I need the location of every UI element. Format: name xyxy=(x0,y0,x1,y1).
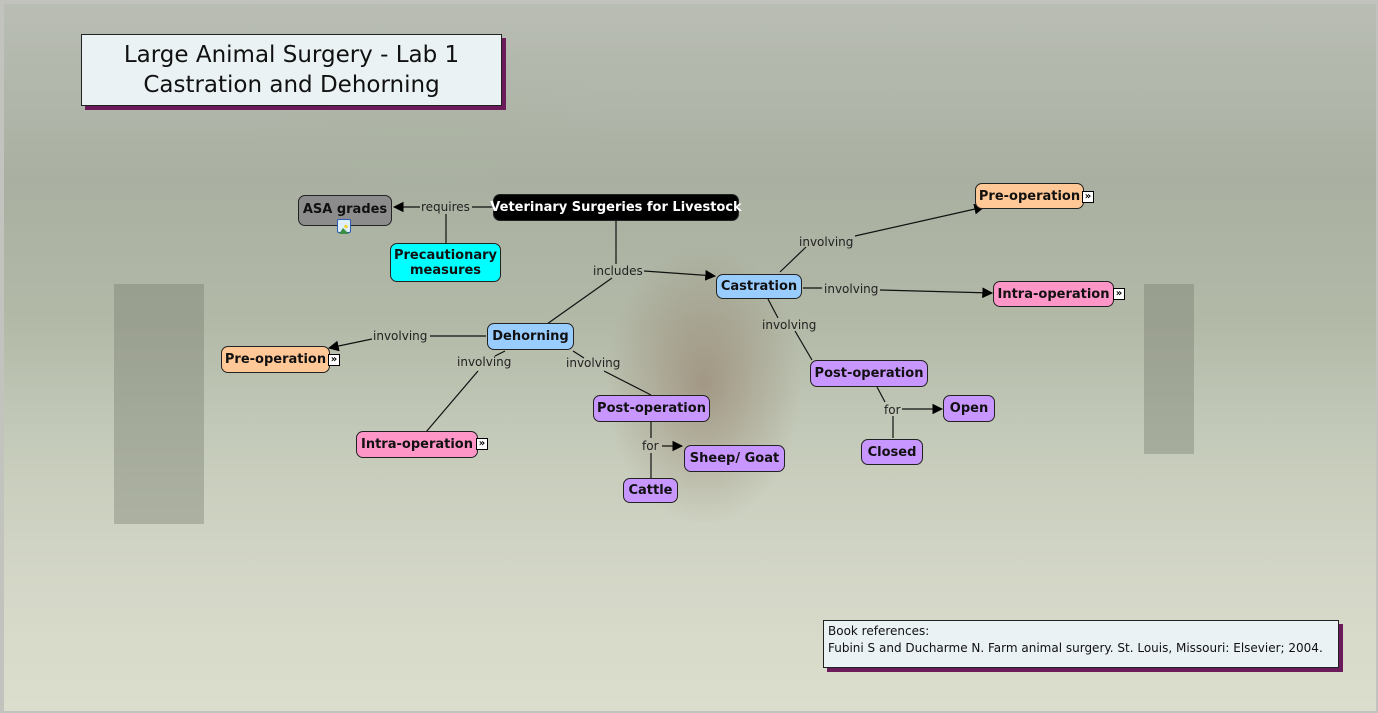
link-label-dehorning-involving-pre: involving xyxy=(373,329,428,343)
link-label-dehorning-involving-intra: involving xyxy=(457,355,512,369)
tree-trunk-left xyxy=(114,284,204,524)
concept-dehorning-label: Dehorning xyxy=(492,329,569,344)
concept-castration-intra-operation[interactable]: Intra-operation xyxy=(993,281,1114,307)
link-label-castration-for: for xyxy=(884,403,901,417)
concept-castration-pre-operation[interactable]: Pre-operation xyxy=(975,183,1084,209)
expand-dehorning-pre-op-icon[interactable]: » xyxy=(328,354,340,366)
precautionary-line-1: Precautionary xyxy=(393,247,497,263)
concept-open[interactable]: Open xyxy=(943,395,995,422)
link-label-requires: requires xyxy=(421,200,470,214)
link-label-dehorning-for: for xyxy=(642,439,659,453)
concept-dehorning-intra-operation[interactable]: Intra-operation xyxy=(356,431,478,458)
concept-dehorning[interactable]: Dehorning xyxy=(487,323,574,350)
concept-dehorning-pre-operation[interactable]: Pre-operation xyxy=(221,346,330,373)
concept-open-label: Open xyxy=(949,401,989,416)
concept-cattle-label: Cattle xyxy=(628,483,673,498)
concept-precautionary-measures[interactable]: Precautionary measures xyxy=(390,243,501,282)
title-line-1: Large Animal Surgery - Lab 1 xyxy=(123,42,460,68)
castration-intra-op-label: Intra-operation xyxy=(997,286,1110,302)
expand-castration-pre-op-icon[interactable]: » xyxy=(1082,191,1094,203)
title-line-2: Castration and Dehorning xyxy=(143,72,440,98)
dehorning-pre-op-label: Pre-operation xyxy=(224,352,327,367)
concept-root-label: Veterinary Surgeries for Livestock xyxy=(490,200,742,215)
book-references: Book references: Fubini S and Ducharme N… xyxy=(823,620,1339,668)
link-label-includes: includes xyxy=(593,264,643,278)
link-label-dehorning-involving-post: involving xyxy=(566,356,621,370)
dehorning-post-op-label: Post-operation xyxy=(597,401,706,416)
concept-cattle[interactable]: Cattle xyxy=(623,478,678,503)
link-label-castration-involving-intra: involving xyxy=(824,282,879,296)
castration-post-op-label: Post-operation xyxy=(814,366,924,381)
concept-closed[interactable]: Closed xyxy=(861,439,923,465)
concept-sheep-goat-label: Sheep/ Goat xyxy=(689,451,780,466)
concept-asa-grades-label: ASA grades xyxy=(302,202,388,217)
castration-pre-op-label: Pre-operation xyxy=(978,188,1081,204)
concept-closed-label: Closed xyxy=(867,444,917,460)
concept-sheep-goat[interactable]: Sheep/ Goat xyxy=(684,445,785,472)
link-label-castration-involving-post: involving xyxy=(762,318,817,332)
references-heading: Book references: xyxy=(828,624,930,638)
concept-root[interactable]: Veterinary Surgeries for Livestock xyxy=(490,194,742,221)
link-label-castration-involving-pre: involving xyxy=(799,235,854,249)
image-attachment-icon[interactable] xyxy=(337,219,351,234)
expand-castration-intra-op-icon[interactable]: » xyxy=(1113,288,1125,300)
precautionary-line-2: measures xyxy=(409,262,482,278)
concept-dehorning-post-operation[interactable]: Post-operation xyxy=(593,395,710,422)
concept-castration-post-operation[interactable]: Post-operation xyxy=(810,360,928,387)
concept-castration[interactable]: Castration xyxy=(716,274,802,299)
concept-castration-label: Castration xyxy=(720,279,798,294)
concept-asa-grades[interactable]: ASA grades xyxy=(298,195,392,226)
dehorning-intra-op-label: Intra-operation xyxy=(361,437,473,452)
references-citation: Fubini S and Ducharme N. Farm animal sur… xyxy=(828,641,1323,655)
map-title: Large Animal Surgery - Lab 1 Castration … xyxy=(81,34,502,106)
expand-dehorning-intra-op-icon[interactable]: » xyxy=(476,438,488,450)
tree-trunk-right xyxy=(1144,284,1194,454)
